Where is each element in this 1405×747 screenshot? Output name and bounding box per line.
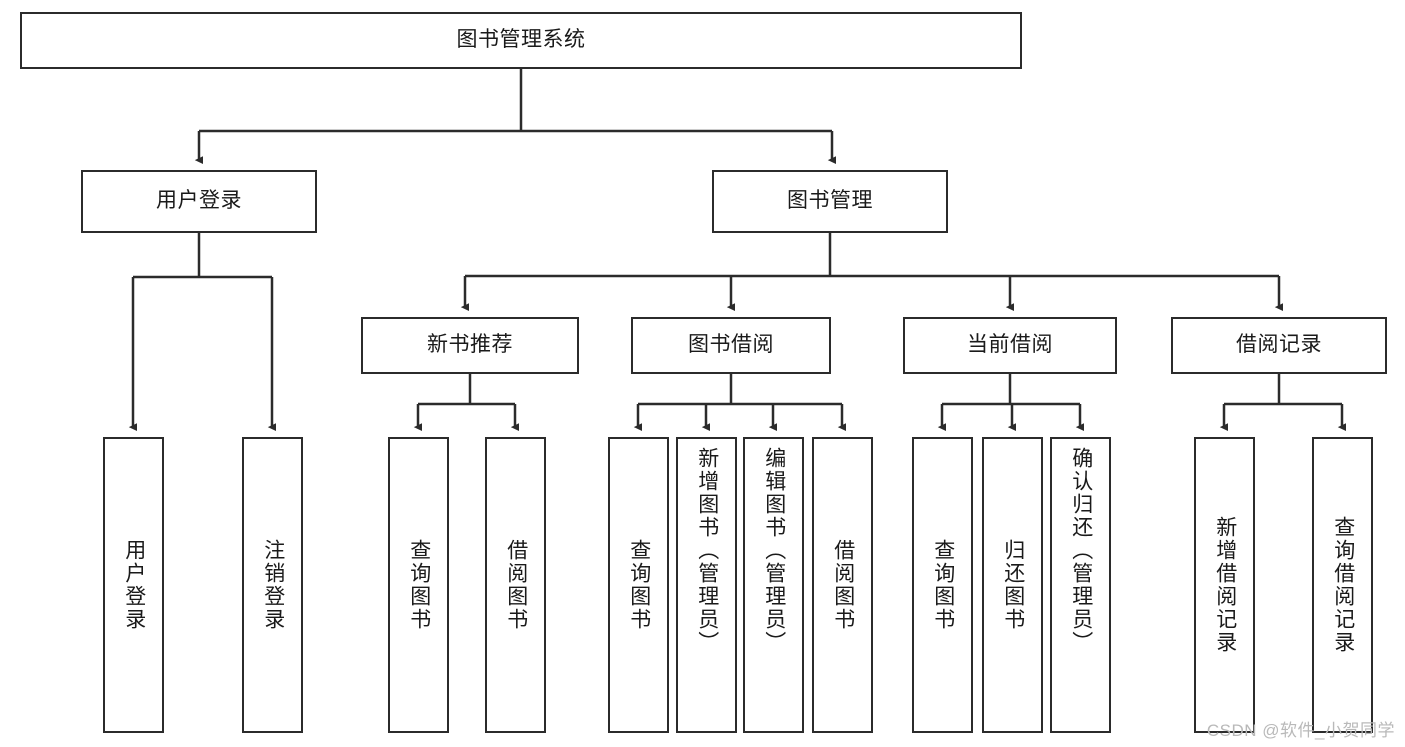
- node-leaf-add-record[interactable]: 新增借阅记录: [1194, 437, 1255, 733]
- node-label: 查询图书: [407, 539, 431, 631]
- node-label: 确认归还（管理员）: [1069, 447, 1093, 654]
- node-leaf-confirm-return[interactable]: 确认归还（管理员）: [1050, 437, 1111, 733]
- node-leaf-edit-book[interactable]: 编辑图书（管理员）: [743, 437, 804, 733]
- node-leaf-borrow-book-2[interactable]: 借阅图书: [812, 437, 873, 733]
- node-leaf-user-login[interactable]: 用户登录: [103, 437, 164, 733]
- node-leaf-borrow-book-1[interactable]: 借阅图书: [485, 437, 546, 733]
- node-label: 注销登录: [261, 539, 285, 631]
- node-label: 查询图书: [931, 539, 955, 631]
- node-leaf-return-book[interactable]: 归还图书: [982, 437, 1043, 733]
- node-borrow-record[interactable]: 借阅记录: [1171, 317, 1387, 374]
- node-label: 用户登录: [156, 189, 242, 213]
- node-label: 图书借阅: [688, 333, 774, 357]
- node-leaf-query-book-3[interactable]: 查询图书: [912, 437, 973, 733]
- node-label: 当前借阅: [967, 333, 1053, 357]
- node-label: 查询借阅记录: [1331, 516, 1355, 654]
- node-book-manage[interactable]: 图书管理: [712, 170, 948, 233]
- node-label: 归还图书: [1001, 539, 1025, 631]
- node-leaf-query-book-1[interactable]: 查询图书: [388, 437, 449, 733]
- node-leaf-query-book-2[interactable]: 查询图书: [608, 437, 669, 733]
- node-new-book-rec[interactable]: 新书推荐: [361, 317, 579, 374]
- node-leaf-logout[interactable]: 注销登录: [242, 437, 303, 733]
- node-label: 新增借阅记录: [1213, 516, 1237, 654]
- node-label: 新书推荐: [427, 333, 513, 357]
- node-label: 编辑图书（管理员）: [762, 447, 786, 654]
- node-root[interactable]: 图书管理系统: [20, 12, 1022, 69]
- node-label: 借阅记录: [1236, 333, 1322, 357]
- node-current-borrow[interactable]: 当前借阅: [903, 317, 1117, 374]
- node-label: 新增图书（管理员）: [695, 447, 719, 654]
- node-label: 图书管理: [787, 189, 873, 213]
- node-leaf-query-record[interactable]: 查询借阅记录: [1312, 437, 1373, 733]
- node-label: 用户登录: [122, 539, 146, 631]
- watermark-text: CSDN @软件_小贺同学: [1206, 721, 1395, 740]
- node-label: 查询图书: [627, 539, 651, 631]
- node-book-borrow[interactable]: 图书借阅: [631, 317, 831, 374]
- node-user-login[interactable]: 用户登录: [81, 170, 317, 233]
- node-label: 图书管理系统: [456, 28, 586, 52]
- node-label: 借阅图书: [831, 539, 855, 631]
- node-leaf-add-book[interactable]: 新增图书（管理员）: [676, 437, 737, 733]
- node-label: 借阅图书: [504, 539, 528, 631]
